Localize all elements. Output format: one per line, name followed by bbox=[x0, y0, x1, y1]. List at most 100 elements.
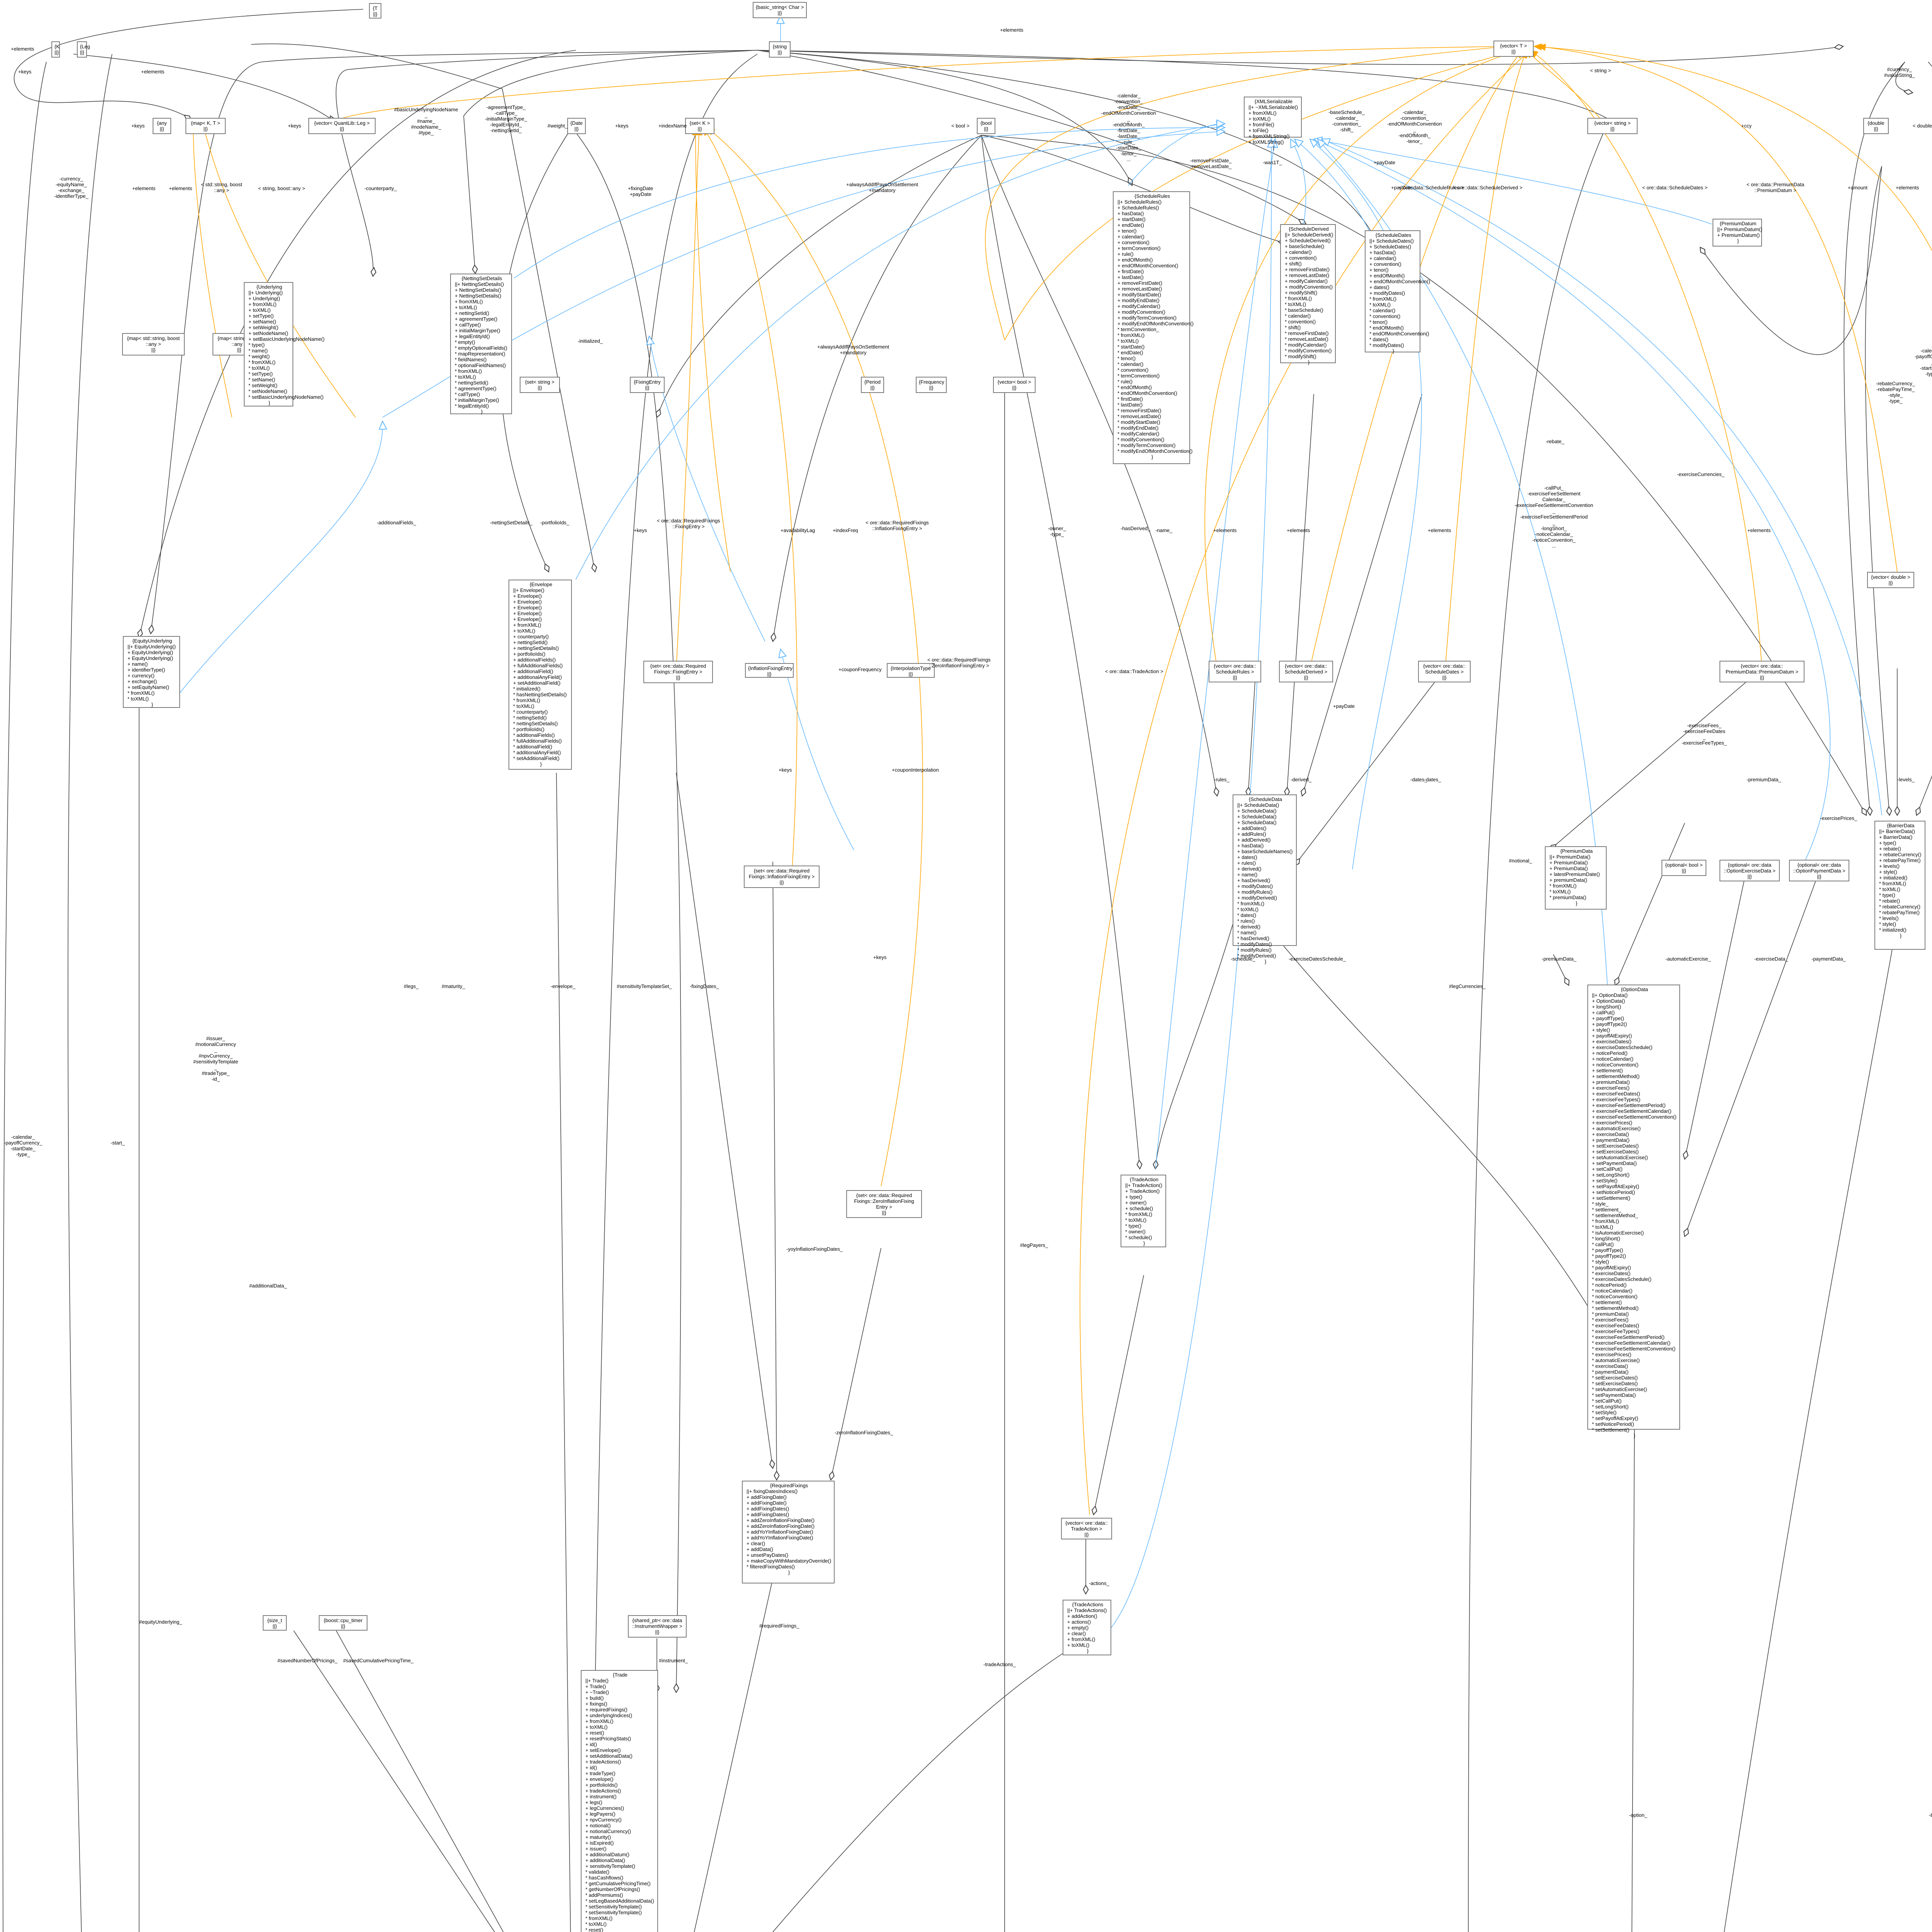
class-node-string[interactable]: {string ||} bbox=[769, 41, 791, 58]
class-node-underlying[interactable]: {Underlying ||+ Underlying()+ Underlying… bbox=[244, 282, 325, 406]
class-node-vector-double[interactable]: {vector< double > ||} bbox=[1867, 572, 1914, 588]
edge-label: +payDate bbox=[1333, 703, 1355, 709]
class-node-map-kt[interactable]: {map< K, T > ||} bbox=[185, 118, 226, 134]
class-node-required-fixings[interactable]: {RequiredFixings ||+ fixingDatesIndices(… bbox=[742, 1481, 835, 1583]
class-node-interpolation-type[interactable]: {InterpolationType ||} bbox=[887, 663, 935, 678]
edge-label: -callPut_ -exerciseFeeSettlement Calenda… bbox=[1515, 485, 1594, 549]
class-member: * automaticExercise() bbox=[1592, 1357, 1640, 1363]
edge-label: +keys bbox=[288, 123, 301, 129]
class-member: * name() bbox=[1237, 930, 1257, 935]
class-node-schedule-rules[interactable]: {ScheduleRules ||+ ScheduleRules()+ Sche… bbox=[1113, 191, 1194, 464]
class-member: * endOfMonthConvention() bbox=[1117, 390, 1177, 396]
node-title: {K bbox=[54, 44, 60, 49]
class-node-basic-string[interactable]: {basic_string< Char > ||} bbox=[753, 2, 807, 18]
class-member: * setAutomaticExercise() bbox=[1592, 1386, 1647, 1392]
class-node-vector-schedule-derived[interactable]: {vector< ore::data:: ScheduleDerived > |… bbox=[1279, 661, 1333, 682]
class-node-vector-quantlib-leg[interactable]: {vector< QuantLib::Leg > ||} bbox=[308, 118, 376, 134]
class-member: * modifyEndDate() bbox=[1117, 425, 1159, 431]
class-node-trade-action[interactable]: {TradeAction ||+ TradeAction()+ TradeAct… bbox=[1121, 1175, 1166, 1247]
class-node-period[interactable]: {Period ||} bbox=[861, 377, 884, 393]
edge-label: -premiumData_ bbox=[1747, 777, 1781, 782]
class-node-optional-payment-data[interactable]: {optional< ore::data ::OptionPaymentData… bbox=[1789, 860, 1849, 881]
class-member: + tradeActions() bbox=[585, 1788, 621, 1794]
node-title: {optional< ore::data bbox=[1797, 862, 1841, 868]
class-node-double[interactable]: {double ||} bbox=[1863, 118, 1889, 134]
class-node-trade-actions[interactable]: {TradeActions ||+ TradeActions()+ addAct… bbox=[1063, 1600, 1111, 1655]
class-member: + ~Trade() bbox=[585, 1689, 609, 1695]
class-member: + automaticExercise() bbox=[1592, 1126, 1641, 1131]
class-member: + addAction() bbox=[1067, 1613, 1097, 1619]
class-node-inflation-fixing-entry[interactable]: {InflationFixingEntry ||} bbox=[745, 663, 794, 678]
class-node-set-zero-inflation-entry[interactable]: {set< ore::data::Required Fixings::ZeroI… bbox=[846, 1190, 922, 1218]
class-member: + convention() bbox=[1117, 240, 1150, 245]
member-list: ||+ PremiumDatum()+ PremiumDatum() bbox=[1717, 226, 1762, 238]
class-member: + identifierType() bbox=[128, 667, 165, 673]
class-node-xml-serializable[interactable]: {XMLSerializable ||+ ~XMLSerializable()+… bbox=[1244, 97, 1302, 151]
class-node-vector-t[interactable]: {vector< T > ||} bbox=[1493, 41, 1534, 57]
class-node-shared-ptr-instrument[interactable]: {shared_ptr< ore::data ::InstrumentWrapp… bbox=[628, 1615, 687, 1638]
class-node-size-t[interactable]: {size_t ||} bbox=[263, 1615, 287, 1631]
class-node-envelope[interactable]: {Envelope ||+ Envelope()+ Envelope()+ En… bbox=[509, 580, 572, 770]
class-node-optional-bool[interactable]: {optional< bool > ||} bbox=[1662, 860, 1706, 876]
class-member: * exerciseFeeTypes() bbox=[1592, 1328, 1639, 1334]
class-node-bool[interactable]: {bool ||} bbox=[977, 118, 995, 134]
edge-label: -agreementType_ -callType_ -initialMargi… bbox=[485, 104, 527, 133]
class-node-equity-underlying[interactable]: {EquityUnderlying ||+ EquityUnderlying()… bbox=[123, 636, 180, 708]
class-node-premium-data[interactable]: {PremiumData ||+ PremiumData()+ PremiumD… bbox=[1545, 846, 1607, 910]
class-node-set-string[interactable]: {set< string > ||} bbox=[520, 377, 560, 393]
class-member: + rebatePayTime() bbox=[1879, 857, 1921, 863]
class-node-date[interactable]: {Date ||} bbox=[567, 118, 586, 134]
class-member: + build() bbox=[585, 1695, 604, 1701]
edge-label: #savedNumberOfPricings_ bbox=[277, 1658, 338, 1663]
class-node-schedule-dates[interactable]: {ScheduleDates ||+ ScheduleDates()+ Sche… bbox=[1365, 230, 1430, 354]
node-close: } bbox=[1737, 238, 1739, 244]
class-member: * setSensitivityTemplate() bbox=[585, 1910, 642, 1915]
class-node-set-fixing-entry[interactable]: {set< ore::data::Required Fixings::Fixin… bbox=[643, 661, 713, 683]
class-node-K[interactable]: {K ||} bbox=[51, 41, 60, 58]
class-node-any[interactable]: {any ||} bbox=[153, 118, 171, 134]
class-node-optional-exercise-data[interactable]: {optional< ore::data ::OptionExerciseDat… bbox=[1719, 860, 1780, 881]
class-member: * endOfMonthConvention() bbox=[1369, 331, 1429, 337]
class-node-vector-schedule-dates[interactable]: {vector< ore::data:: ScheduleDates > ||} bbox=[1418, 661, 1471, 682]
class-member: * removeFirstDate() bbox=[1285, 330, 1329, 336]
aggregation-edges bbox=[2, 9, 1932, 1932]
class-member: + fromXML() bbox=[1248, 110, 1277, 116]
node-title: {OptionData bbox=[1621, 986, 1648, 992]
node-title: {RequiredFixings bbox=[770, 1483, 808, 1488]
class-node-schedule-data[interactable]: {ScheduleData ||+ ScheduleData()+ Schedu… bbox=[1233, 794, 1297, 964]
class-member: * fieldNames() bbox=[455, 357, 487, 362]
class-node-trade[interactable]: {Trade ||+ Trade()+ Trade()+ ~Trade()+ b… bbox=[581, 1670, 658, 1932]
node-close: ||} bbox=[340, 126, 344, 132]
class-member: * nettingSetDetails() bbox=[513, 721, 558, 726]
class-node-set-inflation-entry[interactable]: {set< ore::data::Required Fixings::Infla… bbox=[744, 866, 820, 888]
class-node-T[interactable]: {T ||} bbox=[369, 3, 381, 19]
class-node-map-std-string-any[interactable]: {map< std::string, boost ::any > ||} bbox=[122, 333, 185, 355]
class-node-fixing-entry[interactable]: {FixingEntry ||} bbox=[630, 377, 665, 393]
class-node-vector-premium-datum[interactable]: {vector< ore::data:: PremiumData::Premiu… bbox=[1719, 661, 1804, 682]
edge-label: -calendar_ -payoffCurrency _ -startDate_… bbox=[1915, 348, 1932, 377]
class-node-set-k[interactable]: {set< K > ||} bbox=[685, 118, 714, 134]
class-node-cpu-timer[interactable]: {boost::cpu_timer ||} bbox=[319, 1615, 367, 1631]
class-member: * rebatePayTime() bbox=[1879, 910, 1920, 915]
class-member: + setName() bbox=[248, 319, 276, 325]
class-node-netting-set-details[interactable]: {NettingSetDetails ||+ NettingSetDetails… bbox=[450, 274, 512, 415]
class-node-vector-string[interactable]: {vector< string > ||} bbox=[1587, 118, 1638, 134]
class-node-barrier-data[interactable]: {BarrierData ||+ BarrierData()+ BarrierD… bbox=[1874, 821, 1925, 950]
class-node-leg[interactable]: {Leg ||} bbox=[77, 41, 90, 58]
class-member: * endDate() bbox=[1117, 350, 1143, 355]
class-node-option-data[interactable]: {OptionData ||+ OptionData()+ OptionData… bbox=[1587, 985, 1680, 1439]
class-node-vector-schedule-rules[interactable]: {vector< ore::data:: ScheduleRules > ||} bbox=[1209, 661, 1261, 682]
node-title: {InterpolationType bbox=[890, 665, 931, 671]
class-node-premium-datum[interactable]: {PremiumDatum ||+ PremiumDatum()+ Premiu… bbox=[1713, 219, 1762, 247]
class-member: + type() bbox=[1125, 1194, 1143, 1200]
class-member: + convention() bbox=[1285, 255, 1317, 261]
member-list: ||+ Envelope()+ Envelope()+ Envelope()+ … bbox=[513, 587, 569, 761]
node-title-line2: ScheduleDerived > bbox=[1284, 669, 1328, 675]
class-node-frequency[interactable]: {Frequency ||} bbox=[916, 377, 947, 393]
class-node-vector-trade-action[interactable]: {vector< ore::data:: TradeAction > ||} bbox=[1061, 1518, 1112, 1539]
class-node-schedule-derived[interactable]: {ScheduleDerived ||+ ScheduleDerived()+ … bbox=[1280, 224, 1336, 365]
class-member: + requiredFixings() bbox=[585, 1707, 628, 1713]
node-close: ||} bbox=[1682, 868, 1686, 874]
class-node-vector-bool[interactable]: {vector< bool > ||} bbox=[993, 377, 1036, 393]
class-member: + removeLastDate() bbox=[1285, 272, 1330, 278]
